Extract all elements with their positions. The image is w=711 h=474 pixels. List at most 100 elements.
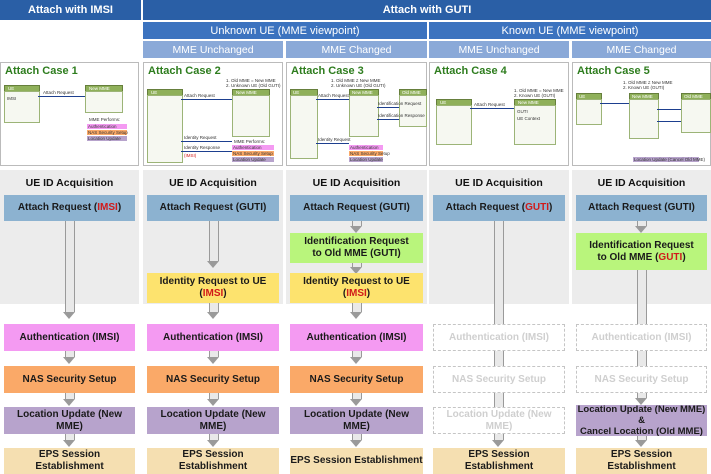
ident-req-prefix: to Old MME (: [597, 251, 659, 263]
old-mme-body: [399, 95, 427, 127]
eps-session-box-3: EPS Session Establishment: [290, 448, 423, 474]
new-mme-body: [232, 95, 270, 137]
flow-arrow: [209, 221, 219, 261]
identity-request-text: Identity Request to UE(IMSI): [160, 276, 267, 300]
ue-node-label: UE: [151, 90, 158, 95]
flow-arrow: [352, 303, 362, 312]
location-update-label: Location Update (New MME): [446, 408, 552, 432]
auth-tag-text: Authentication: [88, 124, 117, 129]
new-mme-body: [349, 95, 379, 137]
eps-session-label: EPS Session Establishment: [290, 455, 423, 466]
authentication-box-3: Authentication (IMSI): [290, 324, 423, 351]
flow-arrow-head: [207, 440, 219, 447]
attach-request-prefix: Attach Request (: [445, 202, 526, 213]
flow-arrow: [209, 393, 219, 399]
case-4-thumbnail: Attach Case 4 1. Old MME = New MME 2. Kn…: [429, 62, 569, 166]
new-mme-label: New MME: [236, 90, 257, 95]
loc-tag-text: Location Update: [350, 157, 383, 162]
auth-tag: Authentication: [349, 145, 383, 150]
attach-request-arrow: [470, 108, 514, 109]
attach-request-guti-label: Attach Request (GUTI): [446, 202, 553, 214]
known-ue-guti-text: 2. Known UE (GUTI): [514, 93, 556, 98]
nas-security-box-4-skipped: NAS Security Setup: [433, 366, 565, 393]
identity-request-line-1: Identity Request to UE: [159, 276, 267, 287]
flow-arrow: [65, 221, 75, 312]
imsi-highlight: IMSI: [346, 288, 367, 299]
identity-request-arrow: [181, 141, 232, 142]
auth-tag: Authentication: [232, 145, 274, 150]
nas-security-box-2: NAS Security Setup: [147, 366, 279, 393]
flow-arrow-head: [635, 440, 647, 447]
eps-session-label: EPS Session Establishment: [607, 449, 676, 472]
nas-tag-text: NAS Security Setup: [350, 151, 390, 156]
mme-changed-label-1: MME Changed: [321, 43, 392, 56]
location-update-box-1: Location Update (New MME): [4, 407, 135, 434]
auth-tag-text: Authentication: [233, 145, 262, 150]
authentication-label: Authentication (IMSI): [306, 331, 407, 343]
old-ne-new-text: 1. Old MME ≠ New MME: [623, 80, 673, 85]
attach-request-guti-label: Attach Request (GUTI): [159, 202, 267, 213]
identification-response-arrow: [657, 121, 681, 122]
flow-arrow: [65, 351, 75, 357]
auth-tag: Authentication: [87, 124, 127, 129]
case-5-thumbnail: Attach Case 5 1. Old MME ≠ New MME 2. Kn…: [572, 62, 711, 166]
flow-arrow: [637, 436, 647, 440]
eps-session-label: EPS Session Establishment: [35, 449, 104, 472]
identification-request-line-1: Identification Request: [589, 239, 694, 251]
guti-text: GUTI: [517, 109, 528, 114]
ue-id-acquisition-label-2: UE ID Acquisition: [169, 177, 257, 189]
flow-arrow-head: [350, 312, 362, 319]
attach-request-prefix: Attach Request (: [17, 202, 98, 213]
nas-security-box-3: NAS Security Setup: [290, 366, 423, 393]
flow-arrow: [65, 434, 75, 440]
nas-tag-text: NAS Security Setup: [233, 151, 273, 156]
unknown-ue-old-guti-text: 2. Unknown UE (Old GUTI): [331, 83, 386, 88]
new-mme-label: New MME: [632, 94, 653, 99]
attach-request-guti-box-3: Attach Request (GUTI): [290, 195, 423, 221]
flow-arrow: [209, 351, 219, 357]
flow-arrow: [352, 351, 362, 357]
case-4-title: Attach Case 4: [434, 65, 507, 77]
known-ue-label: Known UE (MME viewpoint): [501, 24, 639, 37]
mme-changed-header-2: MME Changed: [572, 41, 711, 58]
flow-arrow-head: [207, 312, 219, 319]
loc-tag: Location Update: [87, 136, 127, 141]
authentication-box-4-skipped: Authentication (IMSI): [433, 324, 565, 351]
flow-arrow: [209, 303, 219, 312]
attach-request-text: Attach Request: [318, 93, 349, 98]
identification-request-line-1: Identification Request: [304, 236, 409, 247]
nas-security-label: NAS Security Setup: [452, 373, 546, 385]
flow-arrow-head: [635, 226, 647, 233]
new-mme-label: New MME: [352, 90, 373, 95]
flow-arrow-head: [350, 226, 362, 233]
case-2-thumbnail: Attach Case 2 1. Old MME = New MME 2. Un…: [143, 62, 283, 166]
new-mme-body: [629, 99, 659, 139]
authentication-label: Authentication (IMSI): [449, 331, 549, 343]
authentication-label: Authentication (IMSI): [163, 331, 263, 343]
mme-performs-text: MME Performs:: [234, 139, 266, 144]
flow-arrow: [352, 393, 362, 399]
case-5-title: Attach Case 5: [577, 65, 650, 77]
unknown-ue-header: Unknown UE (MME viewpoint): [143, 22, 427, 39]
guti-highlight: GUTI: [525, 202, 549, 213]
new-mme-body: GUTI UE Context: [514, 105, 556, 145]
close-paren: ): [682, 251, 686, 263]
nas-security-box-1: NAS Security Setup: [4, 366, 135, 393]
attach-request-guti-box-5: Attach Request (GUTI): [576, 195, 707, 221]
authentication-box-5-skipped: Authentication (IMSI): [576, 324, 707, 351]
guti-highlight: GUTI: [658, 251, 683, 263]
old-mme-body: [681, 99, 711, 133]
old-eq-new-text: 1. Old MME = New MME: [514, 88, 564, 93]
identification-response-text: Identification Response: [378, 113, 425, 118]
unknown-ue-old-guti-text: 2. Unknown UE (Old GUTI): [226, 83, 281, 88]
attach-guti-header: Attach with GUTI: [143, 0, 711, 20]
flow-arrow-head: [350, 440, 362, 447]
ue-id-acquisition-label-4: UE ID Acquisition: [455, 177, 543, 189]
identity-response-text: Identity Response: [184, 145, 221, 150]
old-mme-label: Old MME: [684, 94, 703, 99]
loc-cancel-tag-text: Location Update (Cancel Old MME): [634, 157, 706, 162]
attach-request-arrow: [316, 99, 349, 100]
identification-request-arrow: [377, 107, 399, 108]
close-paren: ): [223, 288, 227, 299]
